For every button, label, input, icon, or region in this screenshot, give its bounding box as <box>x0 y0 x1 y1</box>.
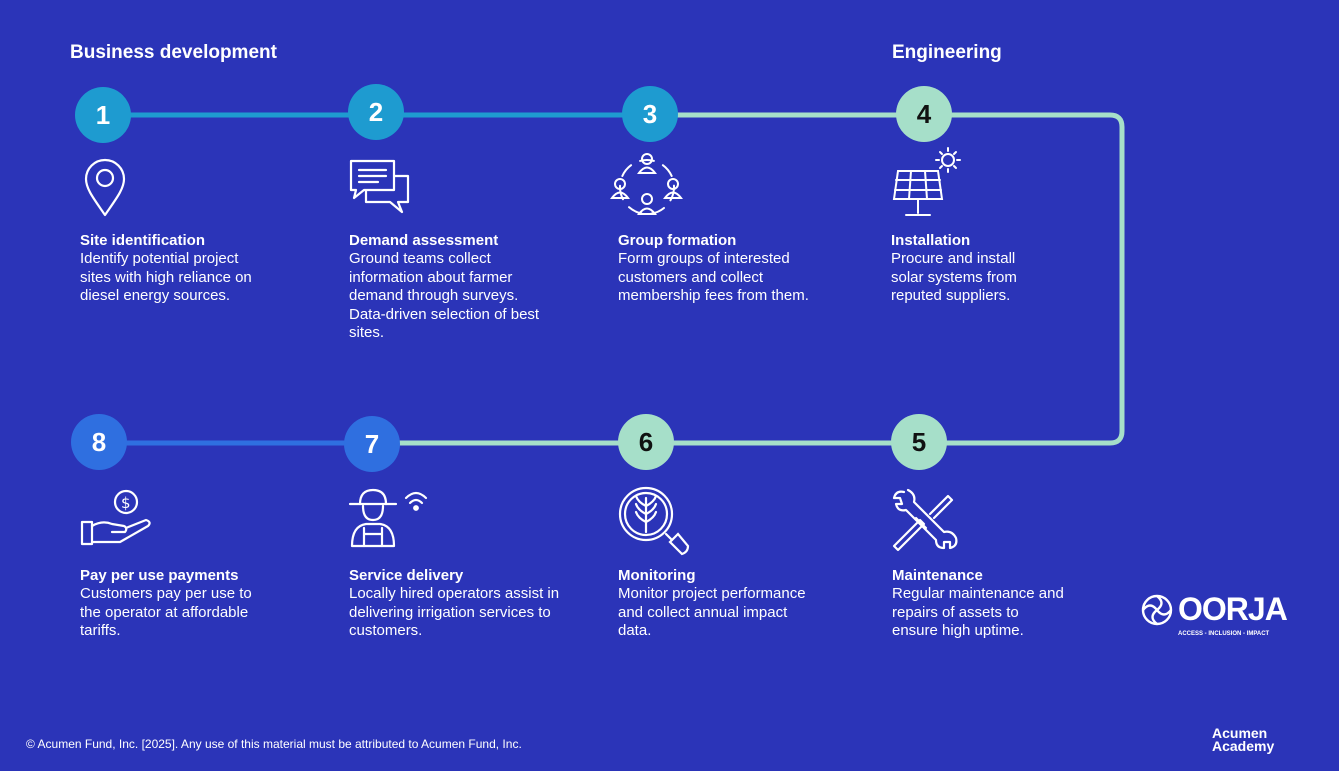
farmer-icon <box>348 488 428 548</box>
hand-coin-icon: $ <box>80 489 151 546</box>
section-title-business: Business development <box>70 42 277 63</box>
step-title: Service delivery <box>349 567 464 584</box>
section-title-engineering: Engineering <box>892 42 1002 63</box>
step-description: Regular maintenance and repairs of asset… <box>892 585 1064 640</box>
chat-bubbles-icon <box>349 159 410 214</box>
group-icon <box>610 153 683 215</box>
step-text-2: Demand assessment Ground teams collect i… <box>349 231 579 343</box>
step-node-6: 6 <box>618 414 674 470</box>
step-text-1: Site identification Identify potential p… <box>80 231 310 306</box>
step-text-3: Group formation Form groups of intereste… <box>618 231 848 306</box>
swirl-logo-icon <box>1141 594 1173 626</box>
step-number: 8 <box>91 426 107 457</box>
step-node-1: 1 <box>75 87 131 143</box>
solar-panel-icon <box>892 147 961 216</box>
svg-text:$: $ <box>121 494 131 512</box>
brand-line-1: Acumen <box>1212 725 1268 741</box>
step-text-6: Monitoring Monitor project performance a… <box>618 566 848 641</box>
step-text-5: Maintenance Regular maintenance and repa… <box>892 566 1122 641</box>
step-number: 1 <box>95 99 111 130</box>
step-title: Maintenance <box>892 567 983 584</box>
step-node-5: 5 <box>891 414 947 470</box>
step-description: Monitor project performance and collect … <box>618 585 806 640</box>
wrench-icon <box>892 488 958 552</box>
step-node-8: 8 <box>71 414 127 470</box>
step-text-4: Installation Procure and install solar s… <box>891 231 1121 306</box>
step-title: Site identification <box>80 232 206 249</box>
step-title: Monitoring <box>618 567 696 584</box>
step-node-4: 4 <box>896 86 952 142</box>
copyright-text: © Acumen Fund, Inc. [2025]. Any use of t… <box>26 737 522 751</box>
step-node-2: 2 <box>348 84 404 140</box>
step-description: Form groups of interested customers and … <box>618 250 809 305</box>
step-number: 7 <box>364 428 380 459</box>
step-title: Installation <box>891 232 971 249</box>
step-number: 4 <box>916 98 932 129</box>
step-node-3: 3 <box>622 86 678 142</box>
step-text-8: Pay per use payments Customers pay per u… <box>80 566 310 641</box>
step-description: Identify potential project sites with hi… <box>80 250 252 305</box>
step-description: Ground teams collect information about f… <box>349 250 540 342</box>
magnifier-icon <box>618 486 690 556</box>
connector-3-5 <box>372 112 1125 446</box>
step-title: Demand assessment <box>349 232 499 249</box>
step-node-7: 7 <box>344 416 400 472</box>
step-title: Group formation <box>618 232 737 249</box>
step-number: 5 <box>911 426 927 457</box>
step-number: 3 <box>642 98 658 129</box>
step-title: Pay per use payments <box>80 567 239 584</box>
step-description: Customers pay per use to the operator at… <box>80 585 252 640</box>
step-number: 6 <box>638 426 654 457</box>
location-pin-icon <box>84 158 126 217</box>
brand-line-2: Academy <box>1212 738 1275 754</box>
step-description: Locally hired operators assist in delive… <box>349 585 560 640</box>
step-text-7: Service delivery Locally hired operators… <box>349 566 579 641</box>
step-number: 2 <box>368 96 384 127</box>
logo-tagline: ACCESS - INCLUSION - IMPACT <box>1178 631 1270 637</box>
step-description: Procure and install solar systems from r… <box>891 250 1017 305</box>
logo-wordmark: OORJA <box>1178 591 1288 627</box>
acumen-academy-logo: Acumen Academy <box>1212 725 1275 754</box>
